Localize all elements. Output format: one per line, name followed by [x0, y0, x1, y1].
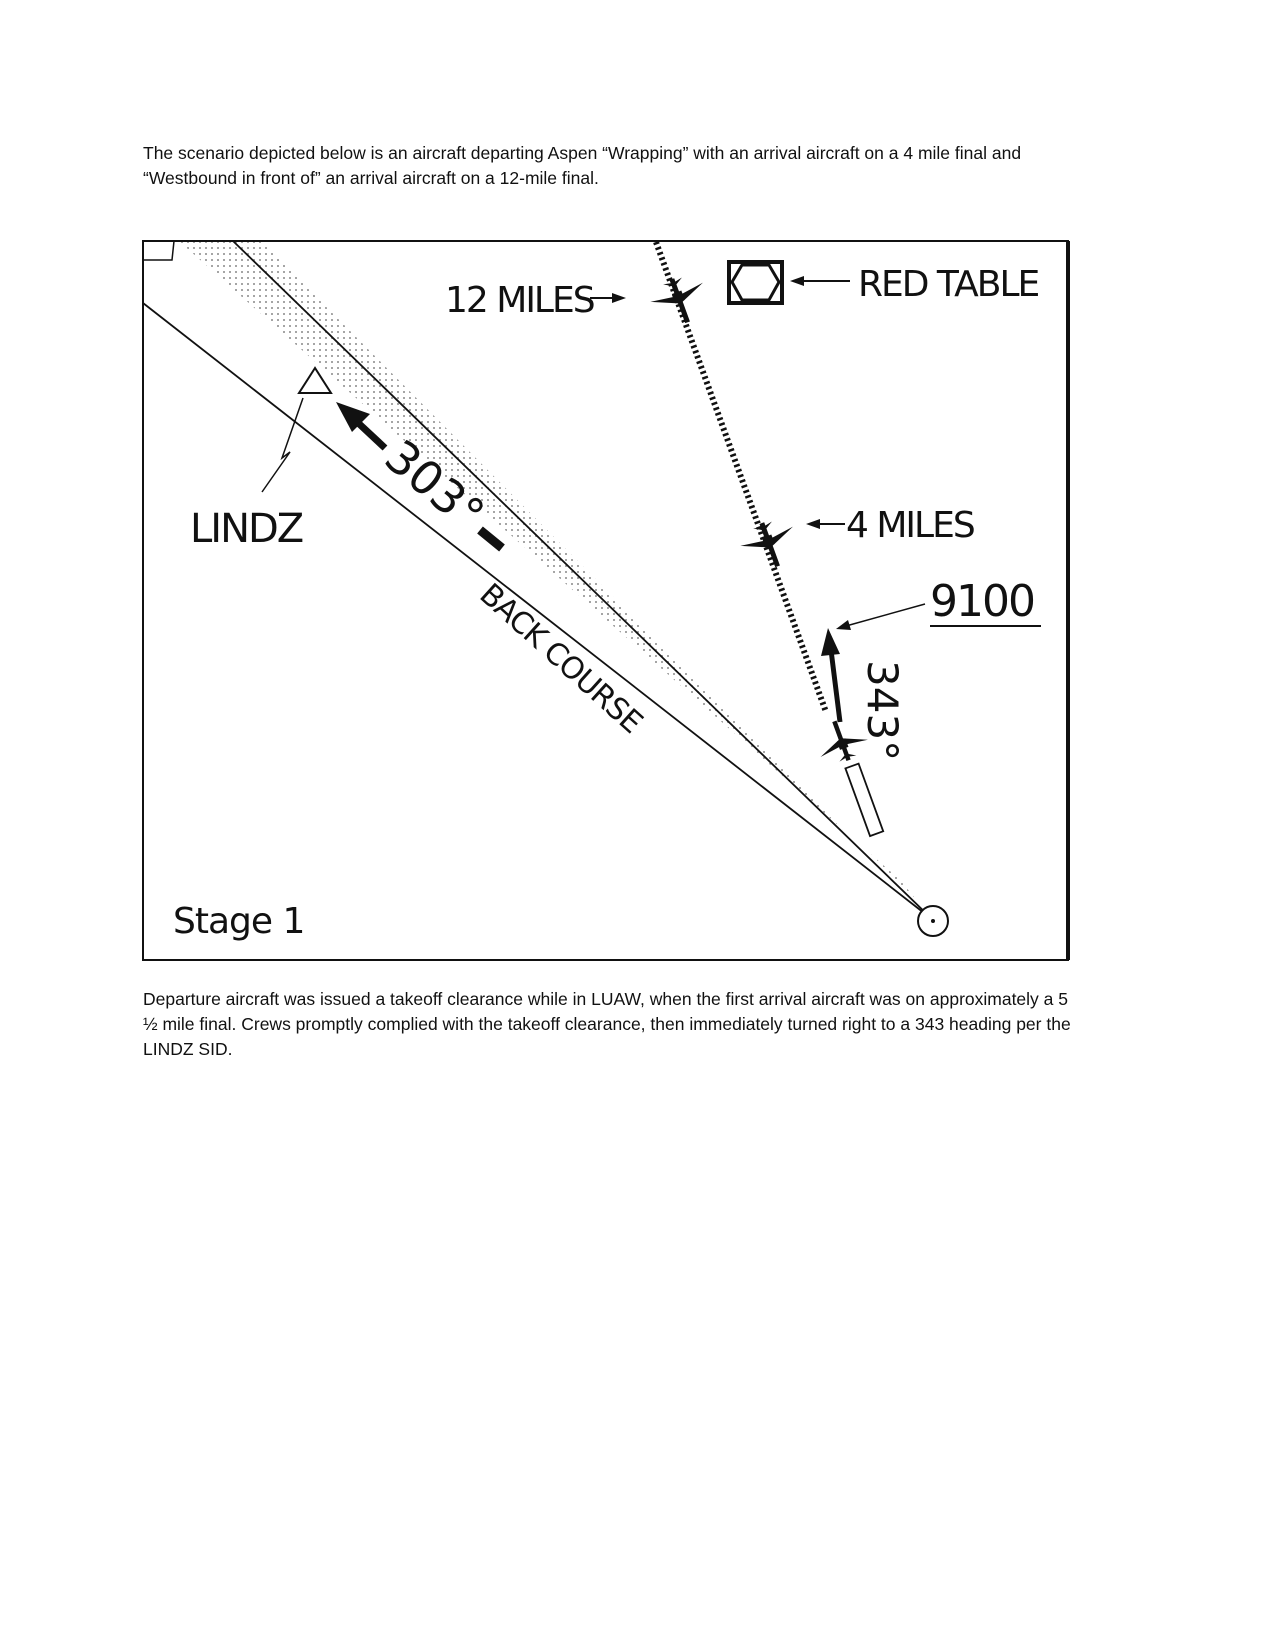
red-table-fix-icon [727, 260, 784, 305]
corner-marker [143, 240, 175, 261]
red-table-label: RED TABLE [858, 264, 1039, 305]
back-course-line [142, 302, 934, 921]
back-course-label: BACK COURSE [473, 577, 649, 740]
runway-icon [844, 762, 885, 838]
arrival-aircraft-4-miles-icon [735, 513, 804, 576]
heading-343-arrow-icon [821, 628, 843, 723]
altitude-leader-arrow-icon [836, 620, 851, 630]
lindz-triangle-icon [297, 366, 333, 394]
vor-icon [917, 905, 949, 937]
heading-343-label: 343° [858, 660, 907, 761]
lindz-label: LINDZ [190, 506, 303, 552]
twelve-miles-label: 12 MILES [445, 280, 594, 321]
arrow-left-icon [806, 519, 820, 529]
dotted-band [180, 242, 933, 920]
four-miles-label: 4 MILES [846, 505, 974, 546]
heading-303-arrow-icon [336, 402, 505, 552]
arrow-left-icon [790, 276, 804, 286]
lindz-leader-line [261, 397, 304, 493]
altitude-label: 9100 [930, 576, 1034, 627]
arrow-right-icon [612, 293, 626, 303]
course-line-upper [232, 240, 934, 921]
intro-paragraph: The scenario depicted below is an aircra… [143, 143, 1022, 188]
outro-paragraph: Departure aircraft was issued a takeoff … [143, 989, 1071, 1059]
arrival-aircraft-12-miles-icon [645, 269, 714, 332]
stage-label: Stage 1 [173, 901, 304, 942]
